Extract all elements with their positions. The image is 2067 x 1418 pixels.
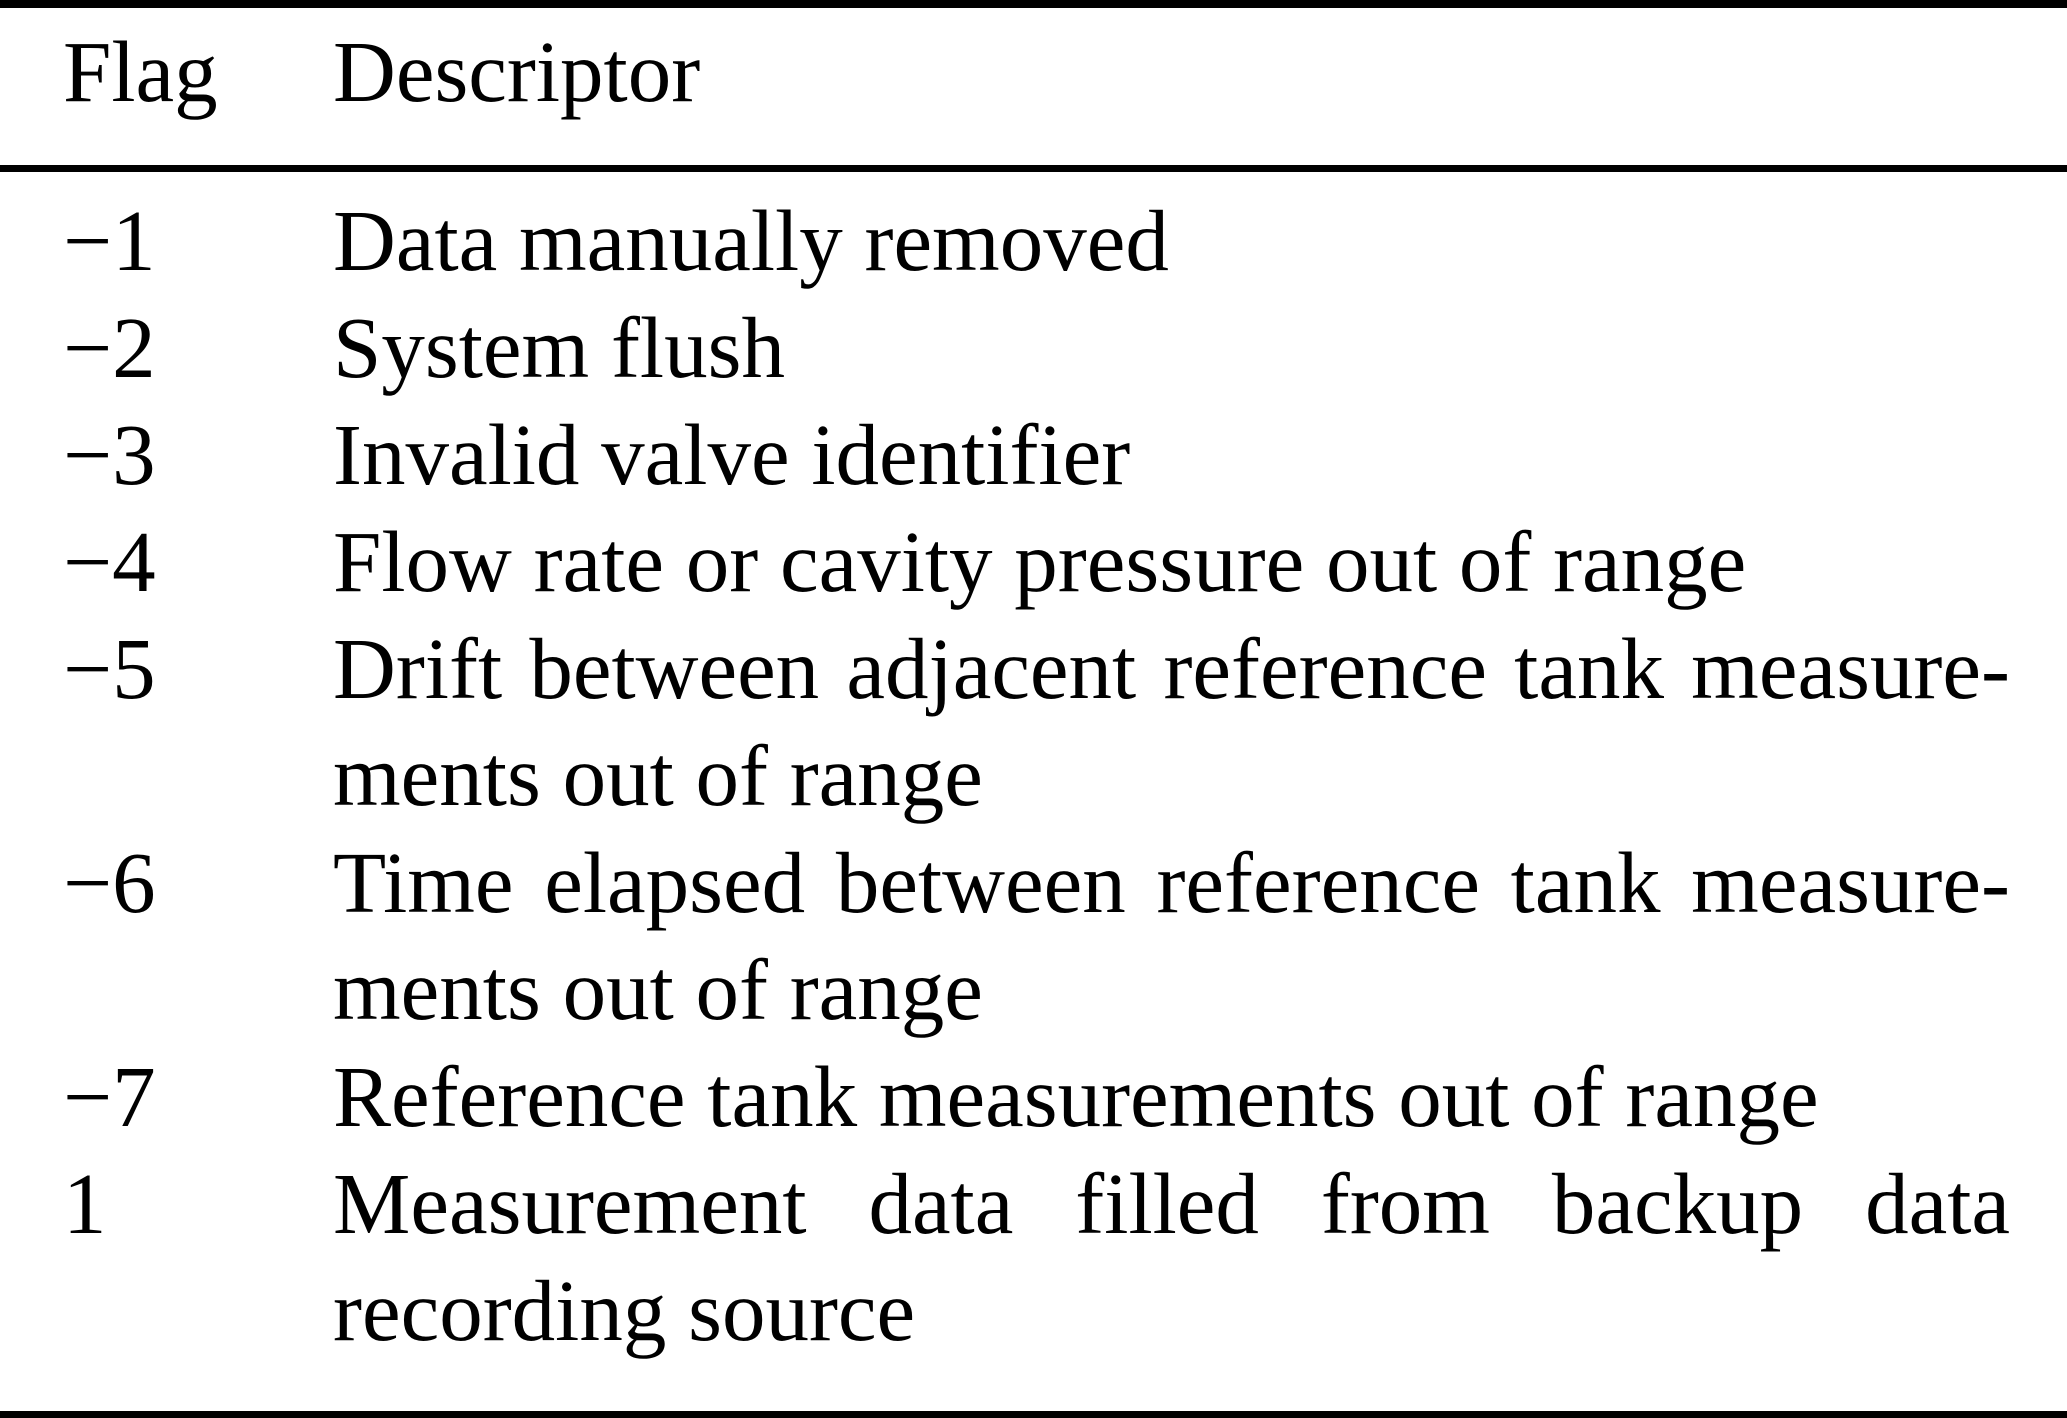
descriptor-line: Invalid valve identifier bbox=[333, 406, 1131, 503]
descriptor-cell: System flush bbox=[333, 294, 2010, 401]
table-header-rule bbox=[0, 165, 2067, 172]
table-header-row: Flag Descriptor bbox=[0, 8, 2067, 165]
descriptor-cell: Reference tank measurements out of range bbox=[333, 1043, 2010, 1150]
flag-cell: −2 bbox=[63, 299, 156, 396]
descriptor-line: recording source bbox=[333, 1262, 916, 1359]
flag-cell: −6 bbox=[63, 834, 156, 931]
descriptor-cell: Data manually removed bbox=[333, 187, 2010, 294]
flag-cell: −3 bbox=[63, 406, 156, 503]
descriptor-cell: Flow rate or cavity pressure out of rang… bbox=[333, 508, 2010, 615]
table-body: −1 Data manually removed −2 System flush −3 I… bbox=[0, 172, 2067, 1411]
descriptor-line: Drift between adjacent reference tank me… bbox=[333, 620, 2010, 717]
table-row: −6 Time elapsed between reference tank me… bbox=[63, 829, 2010, 1043]
table-row: −3 Invalid valve identifier bbox=[63, 401, 2010, 508]
descriptor-cell: Measurement data filled from backup data… bbox=[333, 1150, 2010, 1364]
descriptor-line: System flush bbox=[333, 299, 785, 396]
descriptor-cell: Drift between adjacent reference tank me… bbox=[333, 615, 2010, 829]
table-row: −1 Data manually removed bbox=[63, 187, 2010, 294]
descriptor-line: ments out of range bbox=[333, 941, 983, 1038]
flag-cell: −5 bbox=[63, 620, 156, 717]
table-row: −2 System flush bbox=[63, 294, 2010, 401]
column-header-descriptor: Descriptor bbox=[333, 23, 701, 120]
descriptor-line: Flow rate or cavity pressure out of rang… bbox=[333, 513, 1747, 610]
flag-cell: −4 bbox=[63, 513, 156, 610]
flag-cell: −7 bbox=[63, 1048, 156, 1145]
table-row: −7 Reference tank measurements out of ran… bbox=[63, 1043, 2010, 1150]
table-row: 1 Measurement data filled from backup dat… bbox=[63, 1150, 2010, 1364]
descriptor-cell: Time elapsed between reference tank meas… bbox=[333, 829, 2010, 1043]
table-row: −4 Flow rate or cavity pressure out of ra… bbox=[63, 508, 2010, 615]
descriptor-line: ments out of range bbox=[333, 727, 983, 824]
descriptor-cell: Invalid valve identifier bbox=[333, 401, 2010, 508]
descriptor-line: Reference tank measurements out of range bbox=[333, 1048, 1819, 1145]
table-row: −5 Drift between adjacent reference tank … bbox=[63, 615, 2010, 829]
column-header-flag: Flag bbox=[63, 23, 218, 120]
descriptor-line: Time elapsed between reference tank meas… bbox=[333, 834, 2010, 931]
flag-cell: 1 bbox=[63, 1155, 107, 1252]
descriptor-line: Measurement data filled from backup data bbox=[333, 1155, 2010, 1252]
flag-cell: −1 bbox=[63, 192, 156, 289]
table-bottom-rule bbox=[0, 1411, 2067, 1418]
descriptor-line: Data manually removed bbox=[333, 192, 1169, 289]
table-top-rule bbox=[0, 0, 2067, 8]
